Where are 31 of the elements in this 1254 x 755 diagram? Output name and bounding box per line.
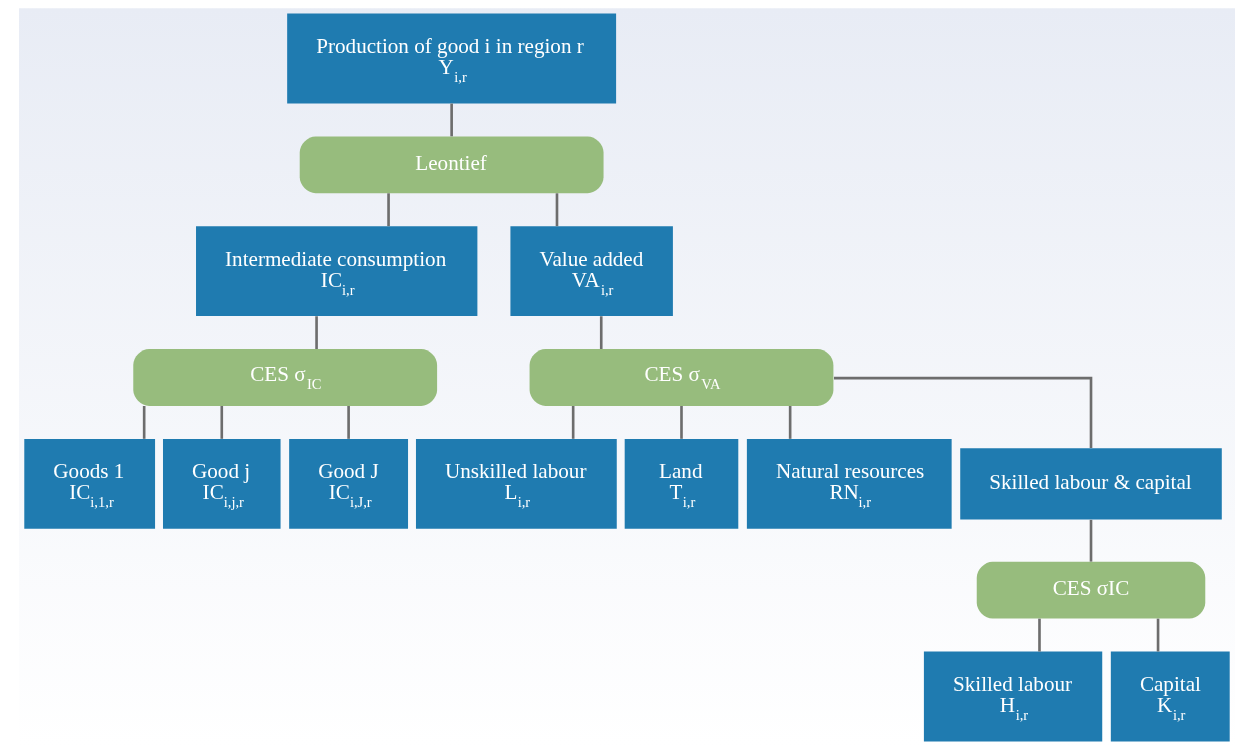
connector	[680, 406, 683, 439]
node-box: Production of good i in region r Y$_{i,r}$	[287, 13, 617, 104]
node-box: Leontief	[299, 136, 604, 194]
node-box: Land T$_{i,r}$	[624, 438, 739, 529]
node-box: Skilled labour H$_{i,r}$	[923, 651, 1103, 742]
connector	[387, 193, 390, 227]
node-box: CES σ$_{IC}$	[133, 349, 438, 406]
connector	[1038, 618, 1041, 652]
node-box: CES σIC	[976, 561, 1206, 619]
node-box: Good J IC$_{i,J,r}$	[289, 438, 409, 529]
node-box: Intermediate consumption IC$_{i,r}$	[196, 226, 478, 317]
node-box: Capital K$_{i,r}$	[1110, 651, 1230, 742]
connector	[220, 406, 224, 439]
node-box: Value added VA$_{i,r}$	[510, 226, 673, 317]
connector	[1089, 519, 1093, 562]
connector	[315, 316, 318, 349]
node-box: Unskilled labour L$_{i,r}$	[415, 438, 617, 529]
node-box: Goods 1 IC$_{i,1,r}$	[24, 438, 156, 529]
node-box: Skilled labour & capital	[960, 448, 1222, 520]
connector	[450, 103, 453, 137]
connector	[347, 406, 350, 439]
node-box: Good j IC$_{i,j,r}$	[163, 438, 281, 529]
connector	[555, 193, 559, 227]
connector	[599, 316, 603, 349]
connector	[1156, 618, 1160, 652]
connector	[142, 406, 146, 439]
connector	[571, 406, 575, 439]
connector	[834, 376, 1093, 449]
node-box: CES σ$_{VA}$	[529, 349, 834, 406]
connector	[788, 406, 792, 439]
node-box: Natural resources RN$_{i,r}$	[746, 438, 952, 529]
